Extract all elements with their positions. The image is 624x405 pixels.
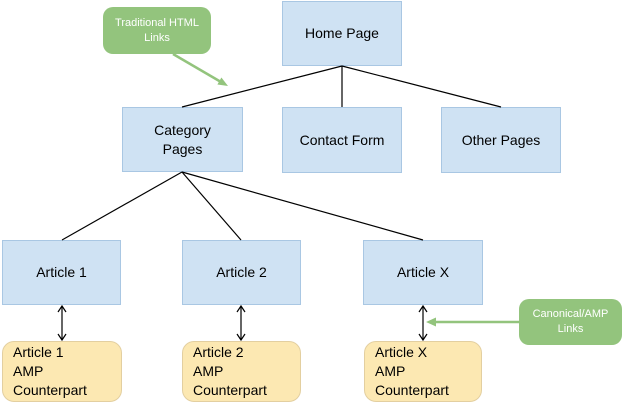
amp-article-2-line3: Counterpart (193, 382, 267, 398)
edge-home-to-other (341, 65, 502, 108)
canonical-callout-arrowhead (426, 317, 436, 327)
arrowhead-down-amp2 (236, 333, 246, 342)
arrowhead-up-ampx (418, 304, 428, 313)
arrowhead-down-amp1 (57, 333, 67, 342)
article-x-node: Article X (363, 240, 483, 305)
category-pages-label-line2: Pages (162, 140, 203, 157)
amp-article-2-line1: Article 2 (193, 344, 244, 360)
contact-form-label: Contact Form (299, 131, 385, 148)
amp-article-x-node: Article X AMP Counterpart (364, 341, 482, 402)
arrowhead-up-amp2 (236, 304, 246, 313)
other-pages-label: Other Pages (461, 131, 541, 148)
article-x-label: Article X (396, 264, 450, 280)
edge-category-to-articlex (181, 171, 424, 241)
amp-article-x-line2: AMP (375, 363, 406, 379)
article-1-node: Article 1 (2, 240, 121, 305)
home-page-node: Home Page (282, 1, 402, 66)
edge-home-to-category (181, 65, 343, 108)
traditional-html-links-line1: Traditional HTML (115, 16, 199, 29)
amp-article-x-line1: Article X (375, 344, 428, 360)
arrowhead-down-ampx (418, 333, 428, 342)
article-2-node: Article 2 (182, 240, 301, 305)
canonical-amp-links-callout: Canonical/AMP Links (519, 299, 622, 345)
amp-article-2-node: Article 2 AMP Counterpart (182, 341, 301, 402)
traditional-html-links-callout: Traditional HTML Links (103, 7, 211, 54)
edge-category-to-article1 (61, 171, 183, 241)
amp-article-x-line3: Counterpart (375, 382, 449, 398)
other-pages-node: Other Pages (441, 107, 561, 173)
amp-article-1-line1: Article 1 (13, 344, 64, 360)
canonical-amp-links-line2: Links (557, 323, 584, 335)
traditional-callout-arrow-line (172, 52, 222, 84)
traditional-html-links-line2: Links (144, 31, 170, 44)
category-pages-node: Category Pages (122, 107, 243, 172)
home-page-label: Home Page (305, 25, 379, 41)
amp-article-2-line2: AMP (193, 363, 224, 379)
arrowhead-up-amp1 (57, 304, 67, 313)
canonical-amp-links-line1: Canonical/AMP (532, 308, 609, 320)
article-2-label: Article 2 (216, 264, 267, 280)
article-1-label: Article 1 (36, 264, 87, 280)
amp-article-1-line3: Counterpart (13, 382, 87, 398)
edge-category-to-article2 (181, 171, 242, 241)
amp-article-1-line2: AMP (13, 363, 44, 379)
amp-article-1-node: Article 1 AMP Counterpart (2, 341, 122, 402)
traditional-callout-arrowhead (217, 77, 228, 86)
contact-form-node: Contact Form (282, 107, 402, 173)
category-pages-label-line1: Category (154, 121, 211, 138)
